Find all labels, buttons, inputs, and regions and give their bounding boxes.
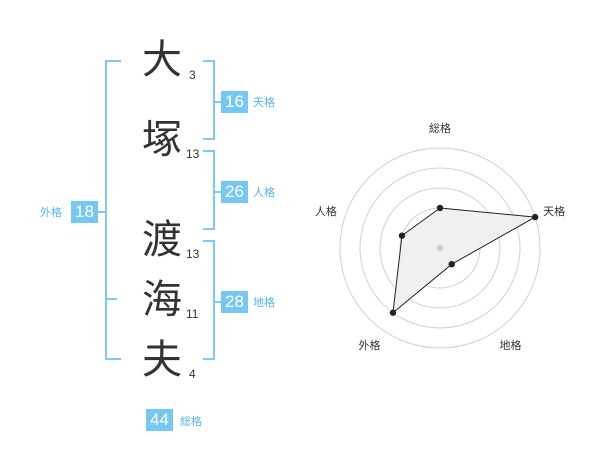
name-char-4: 海: [142, 277, 182, 323]
radar-area: [392, 207, 537, 314]
radar-axis-label-3: 地格: [500, 338, 522, 352]
jinkaku-bracket-bottom: [203, 228, 215, 230]
radar-point-4: [389, 309, 397, 316]
radar-point-3: [448, 260, 455, 268]
stroke-count-1: 3: [189, 68, 196, 82]
tenkaku-bracket-vertical: [213, 60, 215, 140]
gaikaku-value-badge: 18: [71, 201, 98, 223]
radar-center: [437, 245, 443, 251]
gaikaku-bracket-connector: [98, 211, 106, 213]
jinkaku-bracket-vertical: [213, 150, 215, 230]
gaikaku-bracket-vertical: [105, 60, 107, 360]
radar-ring: [379, 187, 501, 309]
gaikaku-bracket-top: [105, 60, 121, 62]
radar-axis-label-4: 外格: [358, 338, 380, 352]
chikaku-bracket-top: [203, 240, 215, 242]
gaikaku-label: 外格: [40, 206, 62, 219]
stroke-count-3: 13: [186, 247, 200, 261]
radar-point-1: [436, 204, 444, 212]
stroke-count-4: 11: [186, 307, 199, 321]
jinkaku-bracket-top: [203, 150, 215, 152]
soukaku-label: 総格: [180, 415, 202, 428]
radar-ring: [339, 147, 541, 349]
name-char-2: 塚: [142, 117, 182, 163]
name-char-3: 渡: [142, 217, 182, 263]
gaikaku-bracket-bottom: [105, 358, 121, 360]
name-char-1: 大: [142, 37, 182, 83]
tenkaku-bracket-bottom: [203, 138, 215, 140]
stroke-count-2: 13: [186, 147, 200, 161]
radar-axis-label-5: 人格: [315, 204, 337, 218]
jinkaku-value-badge: 26: [221, 181, 248, 203]
tenkaku-bracket-connector: [213, 101, 221, 103]
jinkaku-label: 人格: [253, 186, 275, 199]
chikaku-value-badge: 28: [221, 291, 248, 313]
jinkaku-bracket-connector: [213, 191, 221, 193]
name-char-5: 夫: [142, 337, 182, 383]
tenkaku-bracket-top: [203, 60, 215, 62]
soukaku-value-badge: 44: [146, 409, 173, 431]
radar-point-2: [531, 213, 539, 221]
chikaku-label: 地格: [253, 296, 275, 309]
tenkaku-label: 天格: [253, 96, 275, 109]
chikaku-bracket-bottom: [203, 358, 215, 360]
tenkaku-value-badge: 16: [221, 91, 248, 113]
radar-axis-label-2: 天格: [543, 204, 565, 218]
chikaku-bracket-connector: [213, 301, 221, 303]
stroke-count-5: 4: [189, 367, 196, 381]
gaikaku-bracket-mid: [105, 298, 117, 300]
radar-axis-label-1: 総格: [429, 121, 451, 135]
radar-point-5: [398, 232, 406, 239]
radar-ring: [359, 167, 521, 329]
chikaku-bracket-vertical: [213, 240, 215, 360]
